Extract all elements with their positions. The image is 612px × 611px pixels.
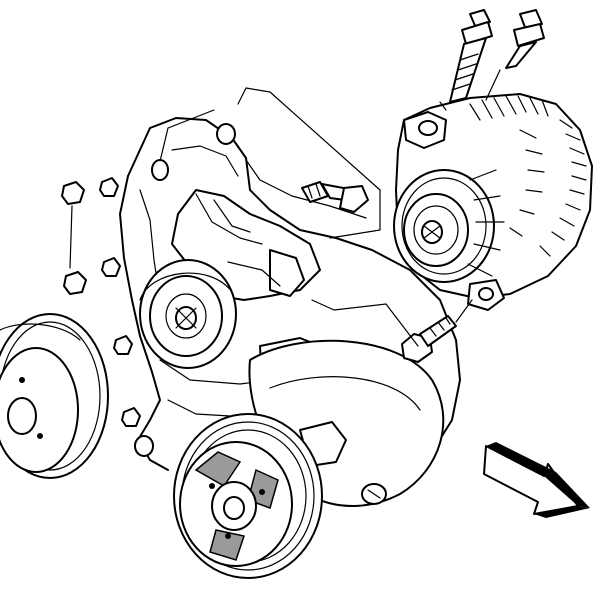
idler-pulley <box>139 259 237 369</box>
nut-icon <box>63 271 87 295</box>
alternator-bolt-right <box>505 9 545 69</box>
alternator-bolt-lower <box>401 315 457 363</box>
mounting-nuts <box>61 123 236 457</box>
nut-icon <box>121 407 141 427</box>
alternator <box>393 93 593 311</box>
nut-icon <box>99 177 119 197</box>
alternator-bolt-left <box>449 9 493 103</box>
nut-icon <box>101 257 121 277</box>
crankshaft-pulley <box>173 413 323 579</box>
arrow-icon <box>483 442 590 518</box>
left-pulley <box>0 313 109 479</box>
nut-icon <box>113 335 133 355</box>
nut-icon <box>61 181 85 205</box>
bracket-bolt <box>301 181 369 213</box>
